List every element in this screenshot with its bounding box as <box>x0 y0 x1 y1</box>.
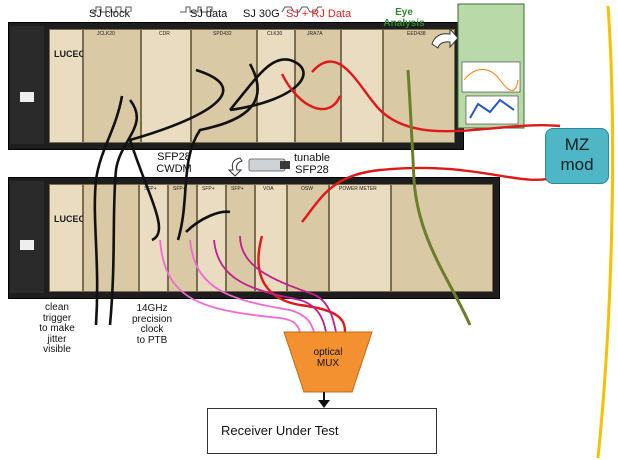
top-module-jclk20 <box>83 29 141 143</box>
mz-modulator-box: MZ mod <box>545 128 609 184</box>
top-module-jra7a <box>295 29 341 143</box>
fiber-magenta-1 <box>213 239 327 333</box>
black-cable-sfp-link <box>185 210 231 233</box>
mod-label: mod <box>560 155 594 174</box>
sj-data-label: SJ data <box>190 8 228 20</box>
precision-clock-line: 14GHz <box>136 303 168 314</box>
sj-data-waveform <box>180 6 213 13</box>
precision-clock-line: clock <box>140 324 164 335</box>
sfp-transceiver-latch <box>280 161 290 169</box>
top-module-label: EED438 <box>407 31 426 37</box>
top-module-label: CDR <box>159 31 170 37</box>
bottom-module-blank <box>83 184 139 292</box>
bottom-module-power-meter <box>329 184 391 292</box>
precision-clock-label: 14GHz precision clock to PTB <box>122 303 182 346</box>
clean-trigger-line: trigger <box>42 312 72 324</box>
sj-rj-data-label: SJ + RJ Data <box>286 8 352 20</box>
sj-clock-waveform <box>92 6 132 13</box>
red-cable-to-mz-top <box>311 60 561 133</box>
sfp-transceiver-icon <box>248 158 290 172</box>
black-cable-loop <box>229 58 305 112</box>
bottom-module-label: SFP+ <box>202 186 215 192</box>
cwdm-label: CWDM <box>156 162 192 175</box>
eye-analysis-plot <box>461 61 521 93</box>
mux-to-receiver-arrowhead <box>318 400 330 408</box>
top-module-cdr <box>141 29 191 143</box>
eye-analysis-label: Eye Analysis <box>381 7 427 29</box>
receiver-under-test-label: Receiver Under Test <box>221 423 339 438</box>
precision-clock-line: precision <box>131 313 173 325</box>
slide-decoration-yellow <box>596 5 615 459</box>
3d-surface-trace <box>469 98 515 119</box>
eye-label: Eye <box>395 7 413 18</box>
clean-trigger-line: to make <box>39 323 75 334</box>
sfp28-label: SFP28 <box>157 151 191 163</box>
red-cable-mz-to-bottom <box>301 166 561 223</box>
black-cable-sj-data <box>128 68 225 242</box>
mux-fibers <box>159 235 337 333</box>
bottom-module-label: SFP+ <box>144 186 157 192</box>
red-cable-to-mux <box>257 235 347 333</box>
mz-label: MZ <box>564 135 590 154</box>
clean-trigger-line: jitter <box>47 333 67 345</box>
fiber-pink-1 <box>159 239 301 333</box>
tunable-sfp28-label: tunable SFP28 <box>290 152 334 176</box>
bottom-rack-front-panel <box>49 184 83 292</box>
top-rack-handle-left <box>10 26 44 144</box>
bottom-module-label: SFP+ <box>231 186 244 192</box>
waveform-sketches <box>92 6 322 13</box>
analysis-label: Analysis <box>383 17 425 29</box>
bottom-rack-power-switch <box>20 240 34 250</box>
top-module-label: JRA7A <box>307 31 323 37</box>
top-module-eed438 <box>383 29 455 143</box>
olive-cable-eye-analysis <box>406 69 472 326</box>
bottom-module-blank <box>391 184 493 292</box>
bottom-instrument-rack: LUCEO SFP+ SFP+ SFP+ SFP+ VOA OSW POWER … <box>8 177 500 299</box>
optical-mux-label: optical MUX <box>300 347 356 369</box>
optical-mux-shape <box>283 331 373 393</box>
black-cable-sj-30g <box>176 63 259 241</box>
top-module-label: SPD432 <box>213 31 232 37</box>
black-cable-clock <box>108 99 138 326</box>
sfp-arrow-icon <box>227 157 243 177</box>
top-instrument-rack: LUCEO JCLK20 CDR SPD432 CLK30 JRA7A EED4… <box>8 22 464 150</box>
clean-trigger-line: clean <box>45 302 69 313</box>
sfp-transceiver-body <box>248 158 286 172</box>
fiber-pink-2 <box>189 239 315 333</box>
bottom-module-label: OSW <box>301 186 313 192</box>
bottom-module-label: VOA <box>263 186 274 192</box>
bottom-module-sfp-2 <box>168 184 197 292</box>
precision-clock-line: to PTB <box>136 334 168 346</box>
eye-diagram-trace <box>463 69 519 91</box>
sj-rj-data-waveform <box>281 6 322 13</box>
sfp28-cwdm-label: SFP28 CWDM <box>152 151 196 175</box>
receiver-under-test-box <box>207 408 437 454</box>
optical-label: optical <box>313 347 343 358</box>
sj-clock-label: SJ clock <box>89 8 130 20</box>
sj-30g-label: SJ 30G <box>243 8 280 20</box>
fiber-magenta-2 <box>239 235 337 333</box>
bottom-rack-handle-left <box>10 181 44 293</box>
top-module-label: JCLK20 <box>97 31 115 37</box>
mux-label: MUX <box>316 357 340 369</box>
tunable-label: tunable <box>293 152 331 164</box>
clean-trigger-label: clean trigger to make jitter visible <box>30 302 84 356</box>
red-cables <box>257 60 561 333</box>
bottom-module-osw <box>287 184 329 292</box>
top-rack-brand-logo: LUCEO <box>54 49 86 59</box>
tunable-sfp28-text: SFP28 <box>295 163 329 176</box>
black-cables <box>93 58 305 326</box>
clean-trigger-line: visible <box>43 344 71 355</box>
top-rack-power-switch <box>20 92 34 102</box>
red-cable-dj <box>280 73 342 111</box>
bottom-rack-brand-logo: LUCEO <box>54 214 86 224</box>
eye-analysis-arrow <box>431 27 459 49</box>
bottom-module-label: SFP+ <box>173 186 186 192</box>
top-rack-front-panel <box>49 29 83 143</box>
top-module-label: CLK30 <box>267 31 283 37</box>
black-cable-trigger <box>93 95 124 326</box>
bottom-module-label: POWER METER <box>339 186 377 192</box>
